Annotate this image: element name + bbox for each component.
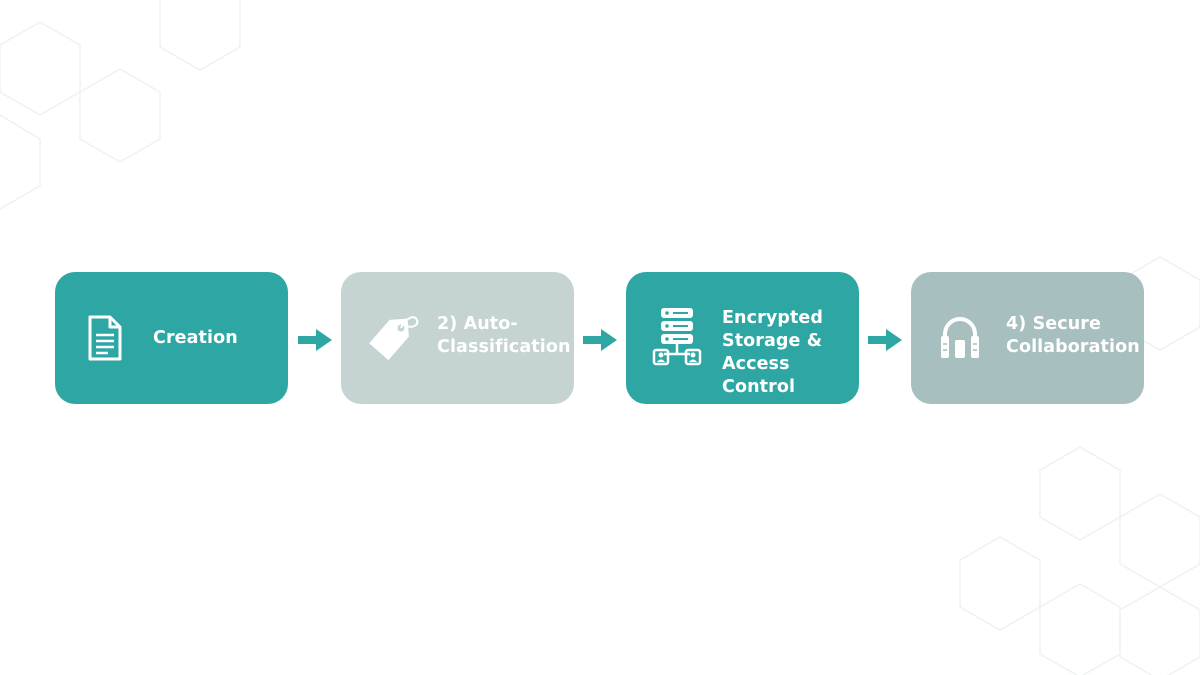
step-creation: Creation [55, 272, 288, 404]
tag-icon [365, 312, 421, 364]
step-label: 2) Auto- Classification [437, 314, 571, 357]
step-label: 4) Secure Collaboration [1006, 314, 1140, 357]
arrow-right-icon [583, 329, 617, 351]
server-network-icon [652, 306, 702, 370]
document-icon [85, 314, 125, 362]
step-secure-collaboration: 4) Secure Collaboration [911, 272, 1144, 404]
step-label: Creation [153, 328, 238, 348]
arrow-right-icon [868, 329, 902, 351]
step-encrypted-storage-access-control: Encrypted Storage & Access Control [626, 272, 859, 404]
secure-gate-icon [939, 314, 981, 362]
step-label: Encrypted Storage & Access Control [722, 308, 824, 397]
step-auto-classification: 2) Auto- Classification [341, 272, 574, 404]
arrow-right-icon [298, 329, 332, 351]
